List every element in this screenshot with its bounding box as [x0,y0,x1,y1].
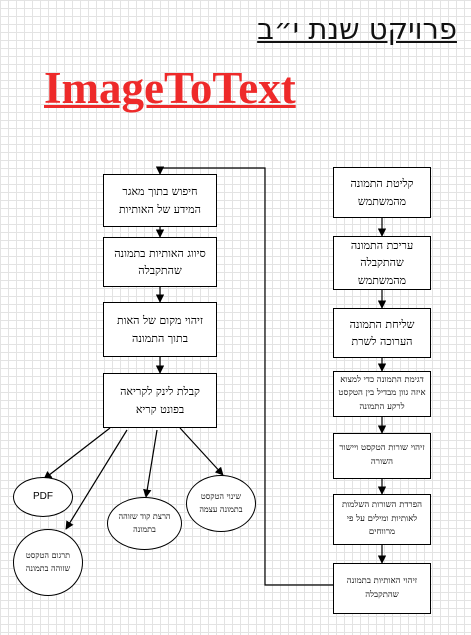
arrow-to-translate [65,429,128,530]
arrow-to-qr [143,429,158,498]
step-edit-image: עריכת התמונה שהתקבלה מהמשתמש [333,236,431,290]
step-receive-image: קליטת התמונה מהמשתמש [333,167,431,218]
step-search-database: חיפוש בתוך מאגר המידע של האותיות [103,174,217,227]
step-get-link: קבלת לינק לקריאה בפונט קריא [103,373,217,428]
arrow-loop [155,166,333,586]
arrow-to-pdf [43,427,111,480]
brand-title: ImageToText [44,63,296,113]
output-translate: תרגום הטקסט שזוהה בתמונה [13,529,83,596]
output-pdf: PDF [13,477,73,517]
step-classify-letters: סיווג האותיות בתמונה שהתקבלה [103,237,217,287]
step-send-to-server: שליחת התמונה הערוכה לשרת [333,308,431,358]
output-edit-text: שינוי הטקסט בתמונה עצמה [186,475,256,532]
step-locate-letter: זיהוי מקום של האות בתוך התמונה [103,302,217,357]
step-sample-color: דגימת התמונה כדי למצוא איזה גוון מבדיל ב… [333,371,431,417]
step-identify-letters: זיהוי האותיות בתמונה שהתקבלה [333,563,431,614]
arrow-to-edit [179,427,224,476]
step-split-letters: הפרדת השורות השלמות לאותיות ומילים על פי… [333,494,431,545]
output-run-code: הרצת קוד שזוהה בתמונה [107,497,182,550]
step-detect-lines: זיהוי שורות הטקסט ויישור השורה [333,433,431,479]
page-title: פרויקט שנת י״ב [257,12,457,46]
